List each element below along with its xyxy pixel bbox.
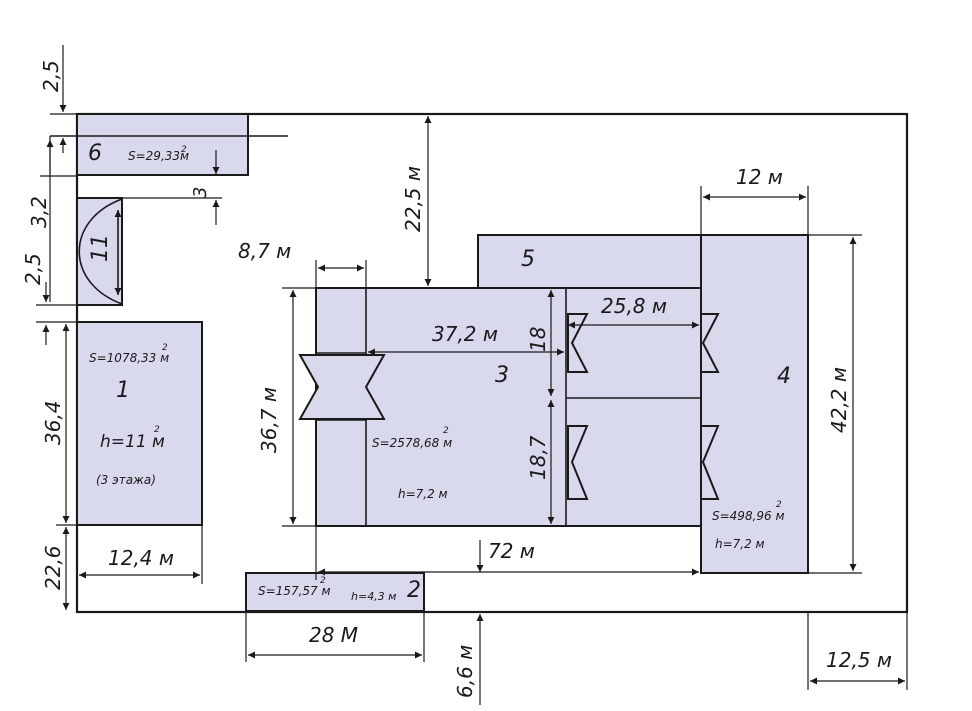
dim-28: 28 М	[309, 623, 358, 647]
building-3-area-sup: 2	[443, 426, 449, 436]
building-1[interactable]	[76, 321, 203, 526]
gate-symbol	[567, 425, 589, 500]
dim-36-7: 36,7 м	[257, 387, 281, 453]
building-2[interactable]	[245, 572, 425, 612]
dim-12: 12 м	[736, 165, 783, 189]
building-1-height-sup: 2	[154, 425, 160, 435]
building-6-area: S=29,33м	[128, 149, 189, 163]
dim-18: 18	[526, 327, 550, 352]
building-11-arch	[78, 198, 123, 305]
dim-12-4: 12,4 м	[108, 546, 174, 570]
dim-25-8: 25,8 м	[601, 294, 667, 318]
dim-6-6: 6,6 м	[453, 645, 477, 698]
dim-8-7: 8,7 м	[238, 239, 291, 263]
dim-3: 3	[190, 187, 211, 198]
building-6-number: 6	[88, 141, 102, 166]
dim-18-7: 18,7	[526, 435, 550, 480]
dim-36-4: 36,4	[41, 400, 65, 445]
building-4-height: h=7,2 м	[715, 537, 765, 551]
building-1-area: S=1078,33 м	[89, 351, 169, 365]
dim-22-5: 22,5 м	[401, 166, 425, 232]
building-1-height: h=11 м	[100, 432, 165, 452]
building-6[interactable]	[76, 113, 249, 176]
building-2-height: h=4,3 м	[351, 590, 396, 603]
dim-22-6: 22,6	[41, 545, 65, 590]
building-6-area-sup: 2	[181, 145, 187, 155]
building-11-number: 11	[88, 234, 113, 262]
building-1-number: 1	[116, 378, 130, 403]
building-4[interactable]	[700, 234, 809, 574]
building-2-area-sup: 2	[320, 576, 326, 586]
dim-3-2: 3,2	[27, 196, 51, 228]
building-3-area: S=2578,68 м	[372, 436, 452, 450]
gate-symbol	[700, 313, 720, 373]
building-4-area-sup: 2	[776, 500, 782, 510]
dim-2-5-top: 2,5	[39, 60, 63, 92]
building-4-number: 4	[777, 364, 791, 389]
dim-12-5: 12,5 м	[826, 648, 892, 672]
building-4-area: S=498,96 м	[712, 509, 785, 523]
building-3-height: h=7,2 м	[398, 487, 448, 501]
gate-symbol	[700, 425, 720, 500]
dim-72: 72 м	[488, 539, 535, 563]
dim-37-2: 37,2 м	[432, 322, 498, 346]
dim-2-5-mid: 2,5	[21, 253, 45, 285]
building-1-area-sup: 2	[162, 343, 168, 353]
dim-42-2: 42,2 м	[827, 367, 851, 433]
building-1-floors: (3 этажа)	[96, 473, 156, 487]
building-5[interactable]	[477, 234, 704, 289]
building-2-number: 2	[407, 578, 421, 603]
building-3-number: 3	[495, 363, 509, 388]
building-5-number: 5	[521, 247, 535, 272]
building-2-area: S=157,57 м	[258, 584, 331, 598]
gate-symbol	[567, 313, 589, 373]
